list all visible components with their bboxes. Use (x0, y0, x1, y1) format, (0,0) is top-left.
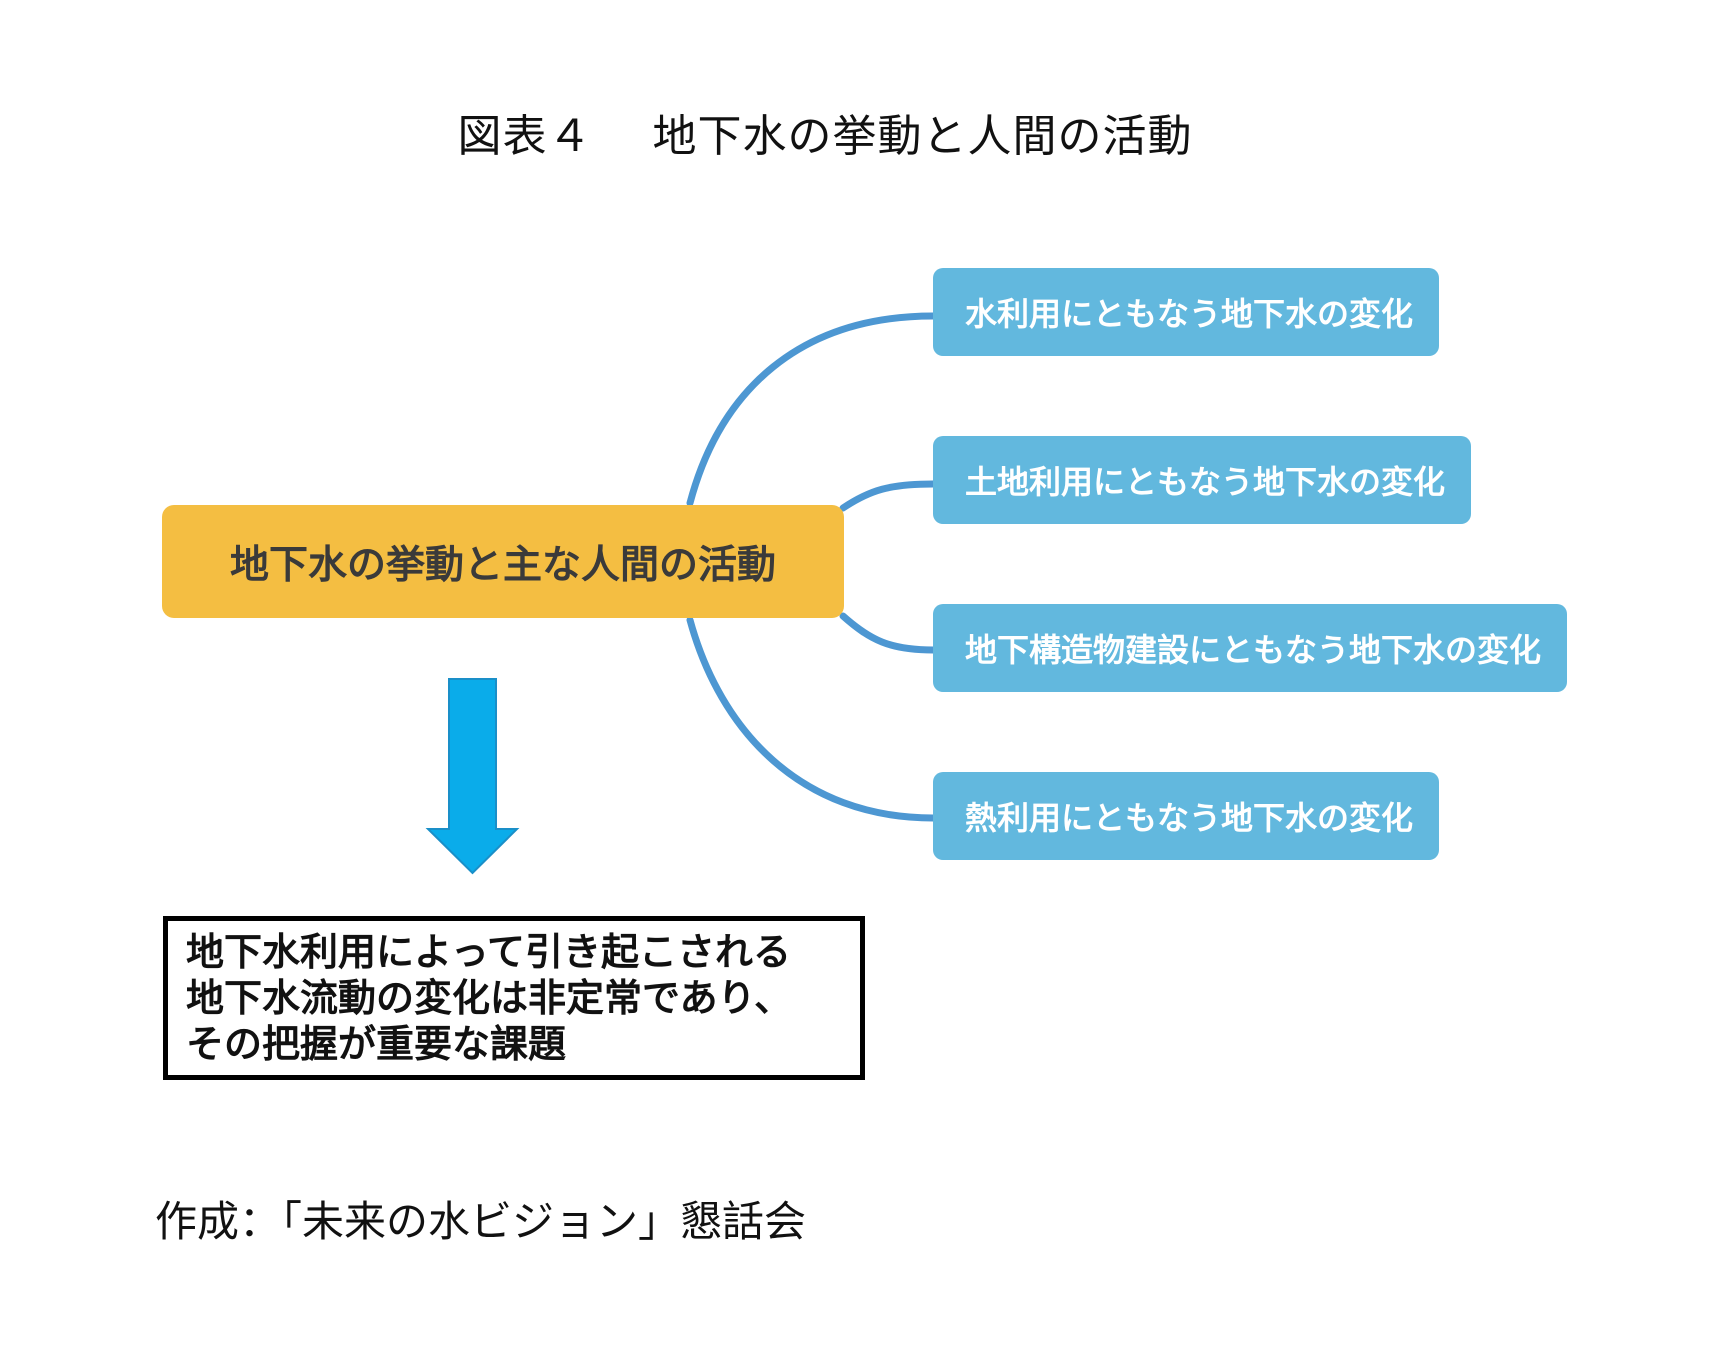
conclusion-box: 地下水利用によって引き起こされる 地下水流動の変化は非定常であり、 その把握が重… (163, 916, 865, 1080)
branch-label: 地下構造物建設にともなう地下水の変化 (965, 631, 1542, 669)
conclusion-line: 地下水利用によって引き起こされる (186, 930, 791, 974)
down-arrow-icon (425, 678, 520, 875)
central-node-label: 地下水の挙動と主な人間の活動 (229, 542, 776, 588)
branch-label: 土地利用にともなう地下水の変化 (965, 463, 1446, 501)
connector-water-use (686, 312, 937, 507)
conclusion-line: その把握が重要な課題 (186, 1022, 567, 1066)
conclusion-line: 地下水流動の変化は非定常であり、 (186, 976, 793, 1020)
branch-node-water-use: 水利用にともなう地下水の変化 (933, 268, 1439, 356)
branch-node-underground-construction: 地下構造物建設にともなう地下水の変化 (933, 604, 1567, 692)
connector-heat-use (686, 616, 937, 822)
central-node: 地下水の挙動と主な人間の活動 (162, 505, 844, 618)
branch-label: 熱利用にともなう地下水の変化 (965, 799, 1414, 837)
connector-underground-construction (839, 612, 937, 654)
source-credit: 作成：「未来の水ビジョン」懇話会 (155, 1197, 807, 1246)
figure-title: 図表４ 地下水の挙動と人間の活動 (457, 111, 1193, 162)
branch-label: 水利用にともなう地下水の変化 (965, 295, 1414, 333)
connector-land-use (839, 480, 937, 512)
branch-node-land-use: 土地利用にともなう地下水の変化 (933, 436, 1471, 524)
branch-node-heat-use: 熱利用にともなう地下水の変化 (933, 772, 1439, 860)
